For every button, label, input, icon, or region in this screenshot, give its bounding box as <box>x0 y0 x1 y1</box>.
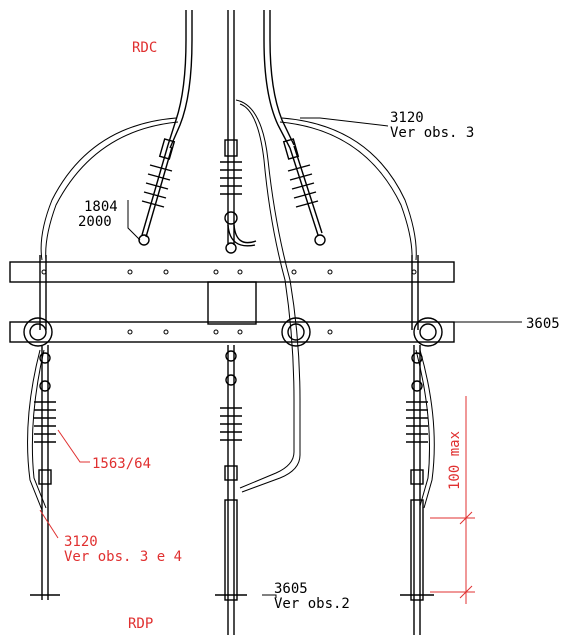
label-3120-bottom: 3120 <box>64 534 98 550</box>
jumper-cables <box>27 99 435 511</box>
label-1563-64: 1563/64 <box>92 456 151 472</box>
label-2000: 2000 <box>78 214 112 230</box>
label-3120-top-note: Ver obs. 3 <box>390 125 474 141</box>
label-rdc: RDC <box>132 40 157 56</box>
dimension-100-max: 100 max <box>447 431 463 490</box>
upper-insulator-strings <box>138 138 326 254</box>
lower-crossarm <box>9 317 455 347</box>
label-rdp: RDP <box>128 616 153 632</box>
leader-lines <box>39 117 522 604</box>
lower-insulator-strings <box>30 345 434 635</box>
top-conductors <box>167 10 295 149</box>
label-3605-bottom: 3605 <box>274 581 308 597</box>
label-1804: 1804 <box>84 199 118 215</box>
upper-crossarm <box>9 261 455 283</box>
tie-rods <box>39 255 419 330</box>
label-3605-right: 3605 <box>526 316 560 332</box>
crossarm-bracket <box>207 281 257 325</box>
label-3120-bottom-note: Ver obs. 3 e 4 <box>64 549 182 565</box>
label-3605-bottom-note: Ver obs.2 <box>274 596 350 612</box>
label-3120-top: 3120 <box>390 110 424 126</box>
